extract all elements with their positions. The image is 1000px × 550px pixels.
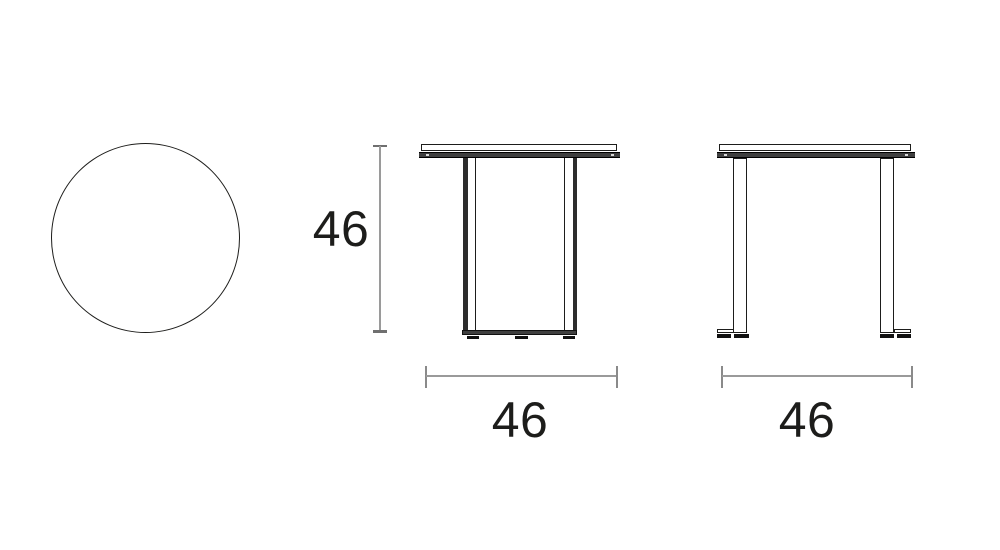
- side-right-leg: [879, 158, 894, 333]
- side-fixing-dot-right: [905, 153, 908, 156]
- side-left-foot-bar: [717, 328, 734, 333]
- side-depth-dim-label: 46: [778, 392, 836, 448]
- height-dim-line: [379, 146, 381, 332]
- top-view-circle: [51, 143, 240, 333]
- side-left-foot-pad-inner: [734, 334, 749, 338]
- front-fixing-dot-left: [426, 153, 429, 156]
- front-base-bar: [461, 330, 577, 335]
- side-right-foot-pad-inner: [879, 334, 894, 338]
- side-tabletop-edge: [716, 152, 915, 158]
- side-tabletop: [719, 144, 911, 151]
- side-left-foot-pad-outer: [716, 334, 731, 338]
- height-dim-cap-bottom: [373, 330, 387, 333]
- front-width-dim-line: [426, 375, 617, 377]
- front-tabletop-edge: [419, 152, 620, 158]
- front-width-dim-label: 46: [491, 392, 549, 448]
- side-fixing-dot-left: [724, 153, 727, 156]
- front-fixing-dot-right: [611, 153, 614, 156]
- side-left-leg: [732, 158, 747, 333]
- front-foot-right: [562, 335, 575, 339]
- front-left-leg-outer: [463, 158, 468, 330]
- side-right-foot-pad-outer: [897, 334, 911, 338]
- side-depth-cap-right: [910, 365, 913, 388]
- height-dim-label: 46: [312, 201, 370, 257]
- front-foot-left: [466, 335, 479, 339]
- side-right-foot-bar: [893, 328, 911, 333]
- front-foot-center: [514, 335, 528, 339]
- front-right-leg-outer: [572, 158, 577, 330]
- front-tabletop: [421, 144, 617, 151]
- front-width-cap-right: [615, 365, 618, 388]
- side-depth-dim-line: [722, 375, 912, 377]
- front-left-leg-inner: [474, 158, 477, 330]
- front-right-leg-inner: [563, 158, 566, 330]
